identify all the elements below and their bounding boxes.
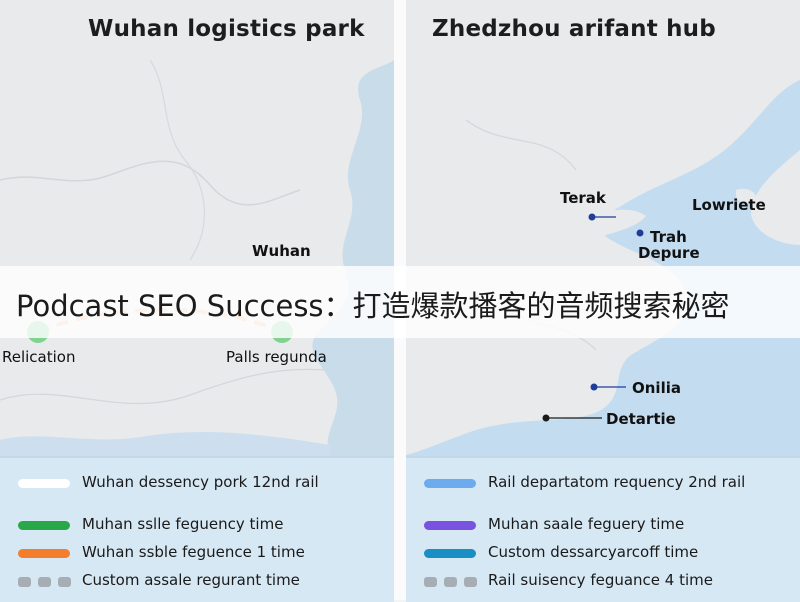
water-area	[312, 60, 394, 460]
peninsula	[585, 209, 646, 236]
marker-onilia[interactable]	[590, 383, 598, 391]
island	[736, 188, 757, 204]
marker-trah[interactable]	[636, 229, 644, 237]
dot	[38, 577, 51, 587]
legend-item: Custom assale regurant time	[0, 571, 394, 598]
region-border	[0, 368, 394, 405]
legend-label: Muhan saale feguery time	[488, 515, 685, 533]
land-area-east	[751, 150, 800, 245]
label-depure: Depure	[638, 244, 700, 262]
legend-item: Wuhan dessency pork 12nd rail	[0, 473, 394, 500]
legend-label: Rail suisency feguance 4 time	[488, 571, 713, 589]
map-wuhan[interactable]	[0, 0, 394, 460]
legend-swatch-green	[18, 521, 70, 530]
region-border	[0, 160, 301, 206]
label-lowriete: Lowriete	[692, 196, 766, 214]
legend-item: Rail departatom requency 2nd rail	[406, 473, 800, 500]
label-terak: Terak	[560, 189, 606, 207]
label-trah: Trah	[650, 228, 687, 246]
dot	[18, 577, 31, 587]
panel-title: Zhedzhou arifant hub	[432, 16, 716, 42]
panel-title: Wuhan logistics park	[88, 16, 365, 42]
land-area	[406, 0, 800, 455]
label-relication: Relication	[2, 348, 76, 366]
legend-label: Rail departatom requency 2nd rail	[488, 473, 746, 491]
legend-swatch-blue	[424, 479, 476, 488]
legend-item: Muhan saale feguery time	[406, 515, 800, 542]
legend-swatch-dots	[18, 577, 72, 587]
legend-label: Muhan sslle feguency time	[82, 515, 284, 533]
legend-swatch-teal	[424, 549, 476, 558]
dot	[444, 577, 457, 587]
marker-detartie[interactable]	[542, 414, 550, 422]
legend-item: Rail suisency feguance 4 time	[406, 571, 800, 598]
region-border	[465, 119, 577, 171]
legend-label: Wuhan ssble feguence 1 time	[82, 543, 305, 561]
banner-overlay	[0, 266, 800, 338]
legend-label: Custom dessarcyarcoff time	[488, 543, 699, 561]
label-wuhan: Wuhan	[252, 242, 311, 260]
label-detartie: Detartie	[606, 410, 676, 428]
label-onilia: Onilia	[632, 379, 681, 397]
dot	[424, 577, 437, 587]
banner-title: Podcast SEO Success：打造爆款播客的音频搜索秘密	[16, 289, 730, 323]
legend-item: Wuhan ssble feguence 1 time	[0, 543, 394, 570]
land-area	[0, 0, 394, 460]
legend-label: Custom assale regurant time	[82, 571, 300, 589]
legend-label: Wuhan dessency pork 12nd rail	[82, 473, 319, 491]
label-palls: Palls regunda	[226, 348, 327, 366]
region-border	[149, 59, 206, 261]
legend-swatch-dots	[424, 577, 478, 587]
legend-swatch-purple	[424, 521, 476, 530]
dot	[464, 577, 477, 587]
legend-item: Custom dessarcyarcoff time	[406, 543, 800, 570]
legend-swatch-white	[18, 479, 70, 488]
legend-swatch-orange	[18, 549, 70, 558]
marker-terak[interactable]	[588, 213, 596, 221]
water-area	[0, 432, 330, 460]
legend-item: Muhan sslle feguency time	[0, 515, 394, 542]
legend-wuhan: Wuhan dessency pork 12nd rail Muhan ssll…	[0, 456, 394, 602]
legend-zhengzhou: Rail departatom requency 2nd rail Muhan …	[406, 456, 800, 602]
dot	[58, 577, 71, 587]
map-zhengzhou[interactable]	[406, 0, 800, 460]
